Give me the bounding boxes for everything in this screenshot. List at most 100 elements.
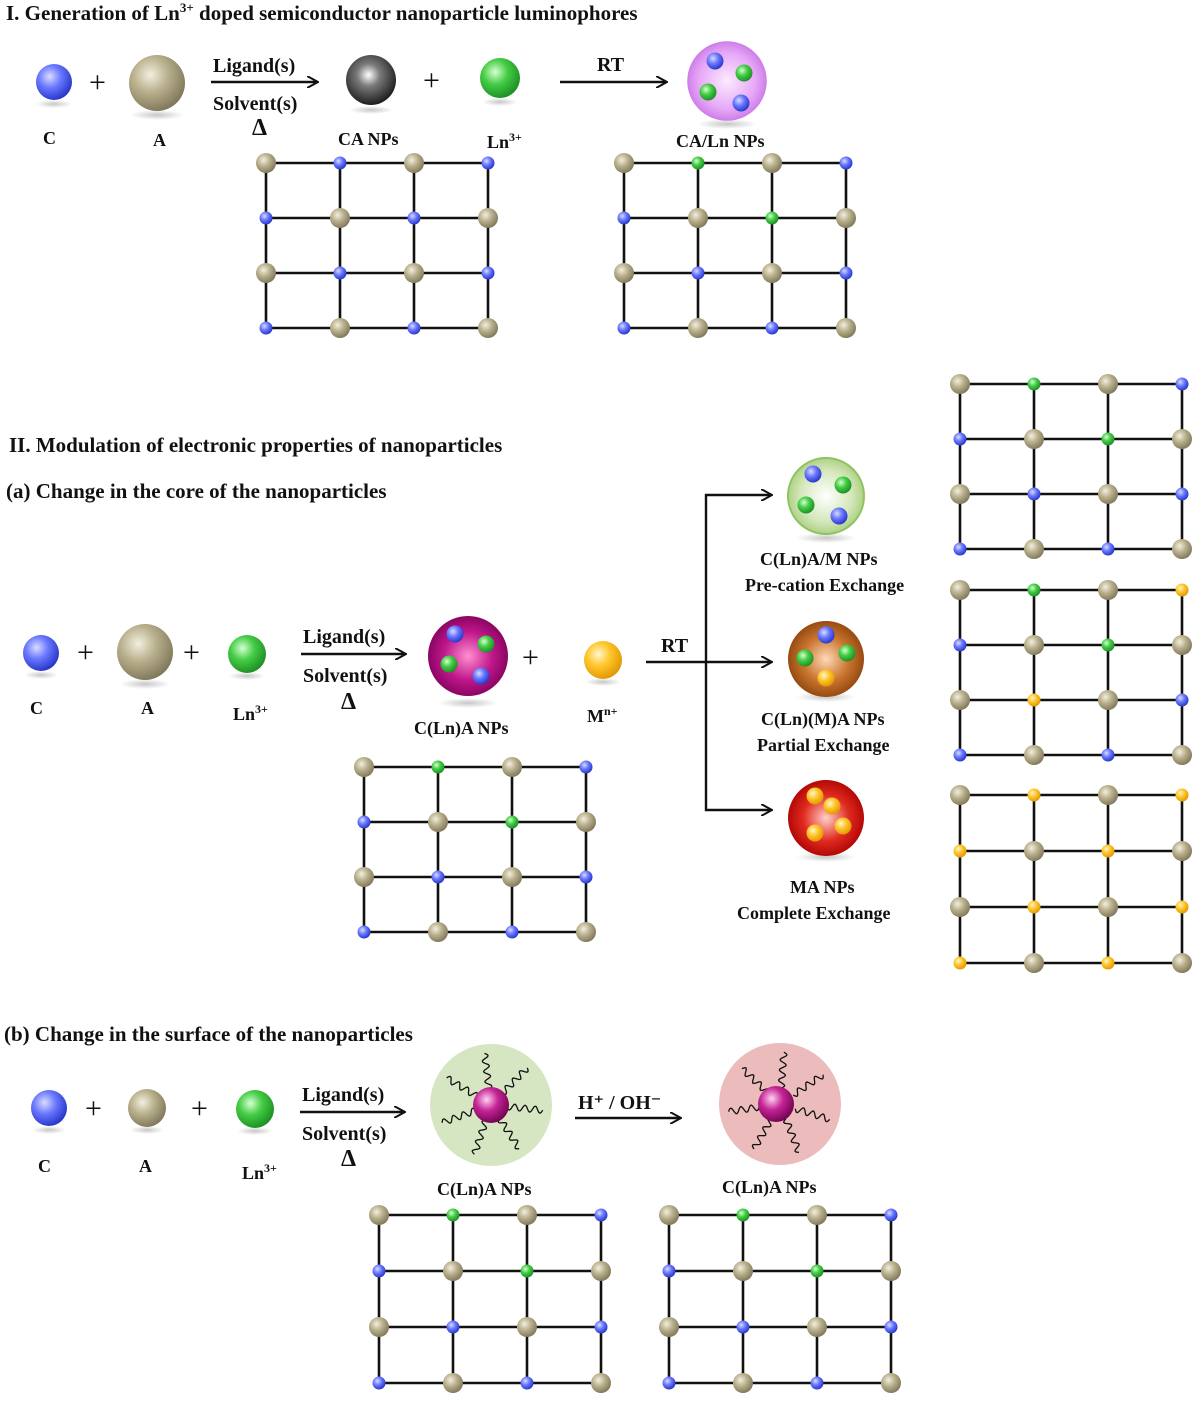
anion-atom — [591, 1261, 611, 1281]
section2a-subtitle: (a) Change in the core of the nanopartic… — [6, 479, 387, 503]
lattice-ca-ln — [614, 153, 856, 338]
label-np1: C(Ln)A NPs — [437, 1179, 532, 1200]
ligand-chain — [446, 1075, 479, 1097]
ca-nanoparticle — [346, 55, 396, 114]
cation-atom — [357, 815, 371, 829]
cation-atom — [839, 266, 853, 280]
metal-ion — [584, 641, 622, 686]
anion-atom — [614, 263, 634, 283]
lanthanide-atom — [446, 1208, 460, 1222]
cation-atom — [1175, 693, 1189, 707]
lattice-clna — [354, 757, 596, 942]
rt-label: RT — [661, 635, 689, 657]
anion-atom — [836, 208, 856, 228]
plus-sign: + — [89, 66, 106, 99]
surface-nanoparticle-before — [430, 1044, 552, 1166]
anion-atom — [1172, 429, 1192, 449]
metal-atom — [1027, 900, 1041, 914]
metal-atom — [953, 844, 967, 858]
cation-atom — [259, 321, 273, 335]
anion-atom — [369, 1205, 389, 1225]
anion-atom — [1098, 580, 1118, 600]
cation-atom — [1175, 377, 1189, 391]
cation-atom — [1175, 487, 1189, 501]
cation-atom — [333, 156, 347, 170]
anion-atom — [950, 580, 970, 600]
lattice-complete-exchange — [950, 785, 1192, 973]
anion-atom — [330, 318, 350, 338]
anion-atom — [1098, 897, 1118, 917]
anion-particle — [117, 624, 173, 689]
cation-atom — [520, 1376, 534, 1390]
lanthanide-ion — [236, 1090, 274, 1135]
cation-atom — [431, 870, 445, 884]
cation-atom — [594, 1208, 608, 1222]
lanthanide-atom — [736, 1208, 750, 1222]
heat-symbol: Δ — [341, 1146, 356, 1172]
anion-atom — [836, 318, 856, 338]
anion-atom — [1024, 635, 1044, 655]
lanthanide-ion — [228, 635, 266, 680]
plus-sign: + — [522, 641, 539, 674]
surface-nanoparticle-after — [719, 1043, 841, 1165]
ligand-label: Ligand(s) — [213, 55, 295, 77]
cation-atom — [372, 1264, 386, 1278]
anion-atom — [369, 1317, 389, 1337]
metal-atom — [1101, 956, 1115, 970]
lanthanide-atom — [691, 156, 705, 170]
lattice-surface-after — [659, 1205, 901, 1393]
lanthanide-atom — [505, 815, 519, 829]
ligand-label: Ligand(s) — [302, 1084, 384, 1106]
section2-title: II. Modulation of electronic properties … — [9, 433, 502, 457]
lattice-ca — [256, 153, 498, 338]
clna-nanoparticle — [428, 616, 508, 708]
ligand-chain — [751, 1117, 772, 1150]
cation-atom — [579, 870, 593, 884]
cation-atom — [953, 748, 967, 762]
anion-atom — [1172, 953, 1192, 973]
anion-atom — [807, 1205, 827, 1225]
cation-atom — [579, 760, 593, 774]
anion-atom — [478, 318, 498, 338]
ligand-chain — [727, 1102, 765, 1115]
anion-atom — [354, 867, 374, 887]
anion-atom — [1172, 841, 1192, 861]
label-ln: Ln3+ — [233, 702, 268, 724]
metal-atom — [953, 956, 967, 970]
anion-atom — [443, 1261, 463, 1281]
branching-arrows — [646, 495, 771, 810]
anion-atom — [1024, 539, 1044, 559]
cation-atom — [953, 432, 967, 446]
cation-atom — [736, 1320, 750, 1334]
label-a: A — [153, 130, 166, 150]
anion-atom — [733, 1261, 753, 1281]
ligand-chain — [783, 1118, 800, 1154]
lanthanide-atom — [520, 1264, 534, 1278]
cation-atom — [1027, 487, 1041, 501]
ligand-label: Ligand(s) — [303, 626, 385, 648]
anion-atom — [950, 690, 970, 710]
ligand-chain — [778, 1051, 788, 1089]
anion-atom — [443, 1373, 463, 1393]
out1-name: C(Ln)A/M NPs — [760, 549, 878, 570]
anion-atom — [1098, 785, 1118, 805]
reagent-label: H⁺ / OH⁻ — [578, 1092, 661, 1114]
anion-atom — [256, 263, 276, 283]
anion-atom — [1024, 841, 1044, 861]
anion-particle — [128, 1089, 166, 1134]
ligand-chain — [497, 1118, 520, 1150]
anion-atom — [881, 1261, 901, 1281]
cation-atom — [333, 266, 347, 280]
ligand-chain — [741, 1067, 770, 1094]
ligand-chain — [441, 1107, 477, 1124]
cation-atom — [617, 211, 631, 225]
anion-atom — [688, 208, 708, 228]
cation-atom — [372, 1376, 386, 1390]
cation-atom — [839, 156, 853, 170]
anion-atom — [762, 153, 782, 173]
solvent-label: Solvent(s) — [303, 665, 387, 687]
metal-atom — [1175, 583, 1189, 597]
anion-atom — [1172, 745, 1192, 765]
anion-atom — [576, 812, 596, 832]
